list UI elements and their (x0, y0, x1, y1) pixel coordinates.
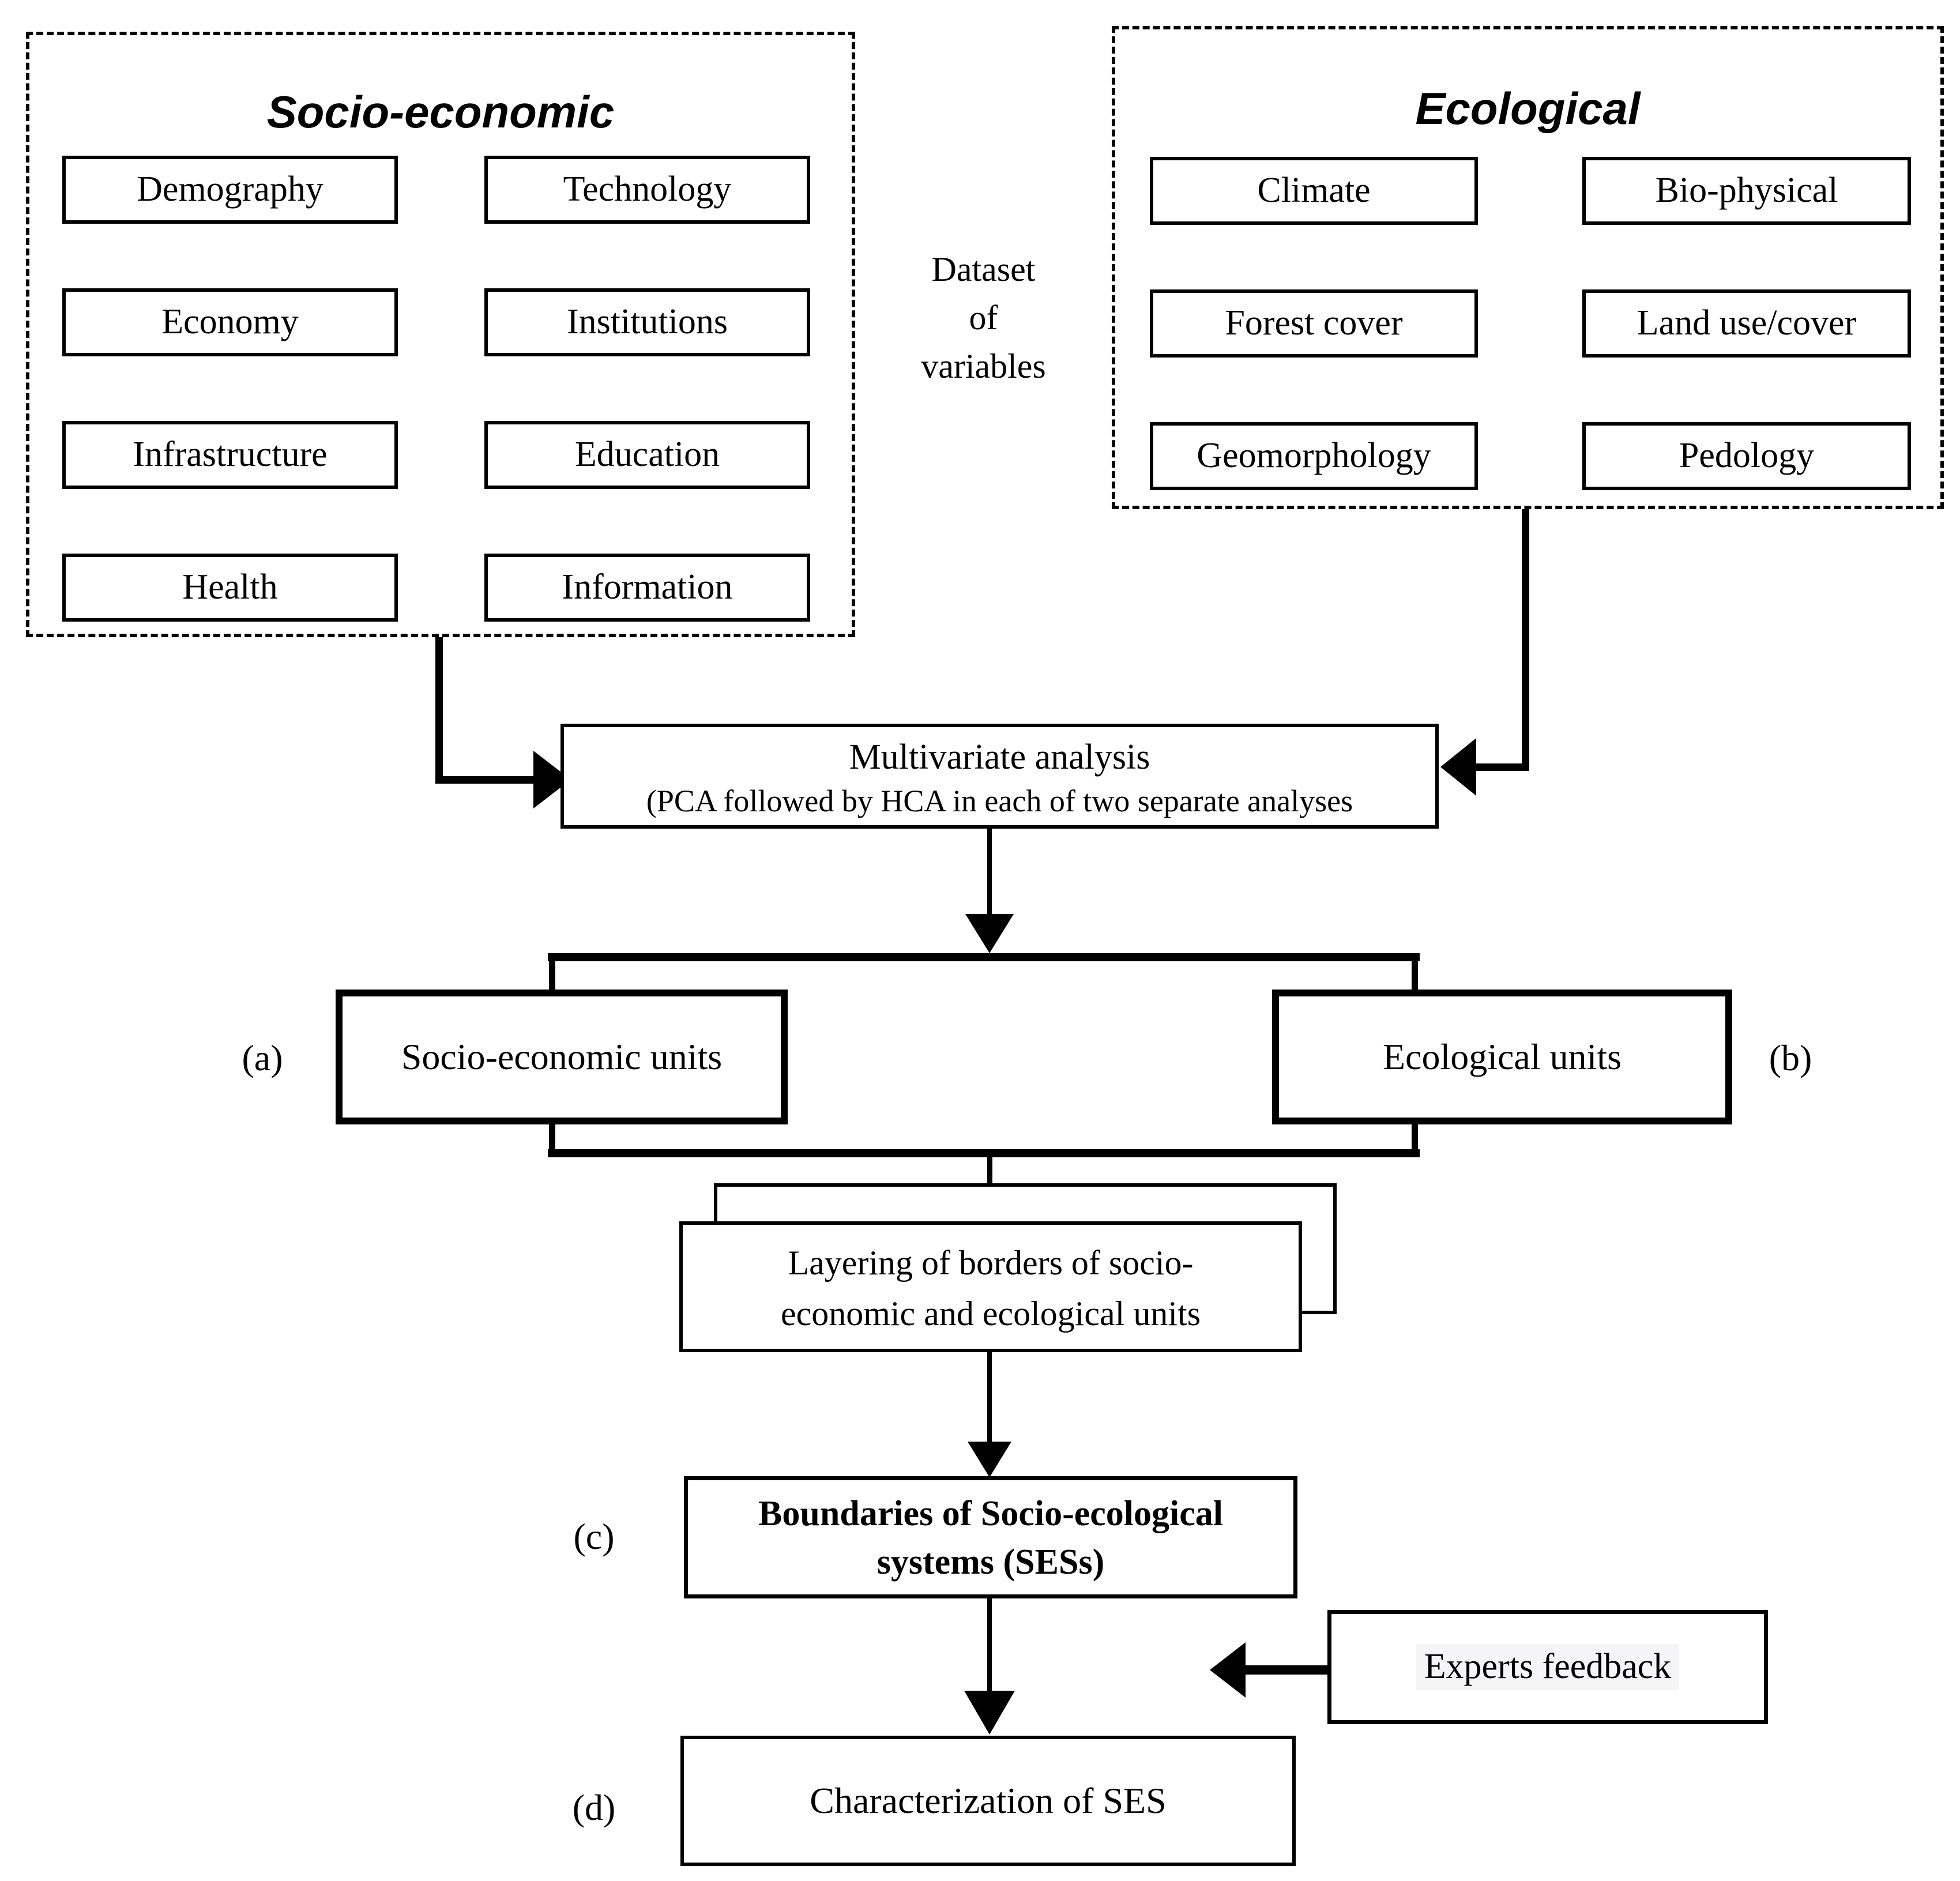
node-experts-feedback: Experts feedback (1327, 1610, 1768, 1724)
experts-feedback-arrow-shaft (1246, 1665, 1327, 1675)
label-a: (a) (242, 1037, 283, 1078)
node-land-use-cover: Land use/cover (1582, 289, 1911, 358)
node-information: Information (484, 554, 810, 622)
node-boundaries-of-ses: Boundaries of Socio-ecological systems (… (684, 1476, 1297, 1598)
node-technology: Technology (484, 156, 810, 224)
dataset-label-line3: variables (921, 347, 1046, 385)
units-bottom-bracket (548, 1149, 1420, 1157)
multivariate-to-units-line (987, 829, 992, 914)
boundaries-line1: Boundaries of Socio-ecological (758, 1494, 1223, 1533)
units-bottom-bracket-left-stub (549, 1124, 555, 1153)
units-bottom-bracket-right-stub (1412, 1124, 1418, 1153)
node-demography: Demography (62, 156, 398, 224)
label-c: (c) (573, 1516, 615, 1557)
node-geomorphology: Geomorphology (1150, 422, 1478, 490)
node-layering-of-borders: Layering of borders of socio- economic a… (679, 1221, 1302, 1352)
ecological-group: Ecological Climate Bio-physical Forest c… (1112, 26, 1944, 509)
units-top-bracket-left-stub (549, 961, 555, 993)
socio-to-multivariate-connector-horizontal (435, 776, 535, 784)
socio-economic-group: Socio-economic Demography Technology Eco… (26, 32, 855, 637)
node-climate: Climate (1150, 157, 1478, 225)
node-forest-cover: Forest cover (1150, 289, 1478, 358)
label-d: (d) (572, 1787, 616, 1828)
boundaries-line2: systems (SESs) (876, 1543, 1105, 1582)
experts-feedback-label: Experts feedback (1416, 1644, 1680, 1690)
units-top-bracket-right-stub (1412, 961, 1418, 993)
dataset-label-line1: Dataset (931, 250, 1036, 288)
label-b: (b) (1769, 1037, 1812, 1078)
layering-line2: economic and ecological units (780, 1295, 1201, 1333)
boundaries-to-characterization-line (987, 1598, 992, 1691)
units-to-layering-line (987, 1157, 992, 1186)
node-education: Education (484, 421, 810, 489)
eco-to-multivariate-connector-vertical (1522, 509, 1529, 770)
node-economy: Economy (62, 288, 398, 356)
eco-to-multivariate-connector-horizontal (1476, 763, 1529, 771)
eco-to-multivariate-arrowhead-icon (1440, 738, 1476, 796)
units-top-bracket (548, 953, 1420, 961)
node-multivariate-analysis: Multivariate analysis (PCA followed by H… (560, 724, 1439, 829)
ecological-group-title: Ecological (1415, 83, 1641, 134)
experts-feedback-arrowhead-icon (1210, 1642, 1246, 1698)
socio-to-multivariate-connector-vertical (435, 637, 443, 783)
dataset-label-line2: of (969, 299, 998, 337)
node-bio-physical: Bio-physical (1582, 157, 1911, 225)
boundaries-to-characterization-arrowhead-icon (964, 1691, 1015, 1735)
node-infrastructure: Infrastructure (62, 421, 398, 489)
multivariate-subtitle: (PCA followed by HCA in each of two sepa… (646, 784, 1353, 818)
layering-to-boundaries-line (987, 1352, 992, 1442)
multivariate-title: Multivariate analysis (849, 738, 1150, 777)
node-socio-economic-units: Socio-economic units (336, 990, 788, 1124)
layering-line1: Layering of borders of socio- (788, 1244, 1194, 1282)
socio-economic-group-title: Socio-economic (266, 86, 615, 137)
node-characterization-of-ses: Characterization of SES (680, 1736, 1296, 1866)
node-health: Health (62, 554, 398, 622)
node-pedology: Pedology (1582, 422, 1911, 490)
multivariate-to-units-arrowhead-icon (965, 914, 1014, 953)
node-ecological-units: Ecological units (1272, 990, 1732, 1124)
layering-to-boundaries-arrowhead-icon (968, 1442, 1011, 1477)
dataset-of-variables-label: Dataset of variables (855, 245, 1112, 390)
node-institutions: Institutions (484, 288, 810, 356)
